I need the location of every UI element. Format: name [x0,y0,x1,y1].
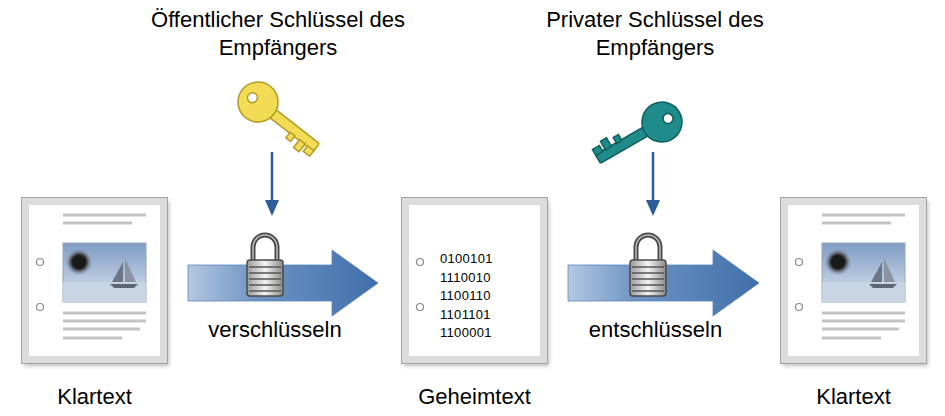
pointer-head [265,200,279,216]
padlock-icon [247,235,283,296]
document-icon: Klartext [22,198,167,363]
pointer-head [646,200,660,216]
document-label: Klartext [0,384,220,410]
arrow-label: verschlüsseln [208,317,341,343]
binary-content: 0100101 1110010 1100110 1101101 1100001 [440,250,498,343]
key-caption: Privater Schlüssel des Empfängers [539,6,771,62]
arrow-label: entschlüsseln [589,317,722,343]
public-key-icon [230,74,329,163]
padlock-icon [630,235,666,296]
block-arrow [568,250,759,316]
document-icon: Klartext [781,198,926,363]
pointer-line [652,152,655,202]
document-label: Klartext [728,384,945,410]
key-caption: Öffentlicher Schlüssel des Empfängers [147,6,409,62]
document-label: Geheimtext [349,384,600,410]
block-arrow [188,250,378,316]
private-key-icon [588,95,689,177]
document-icon: 0100101 1110010 1100110 1101101 1100001G… [402,198,547,363]
pointer-line [271,152,274,202]
